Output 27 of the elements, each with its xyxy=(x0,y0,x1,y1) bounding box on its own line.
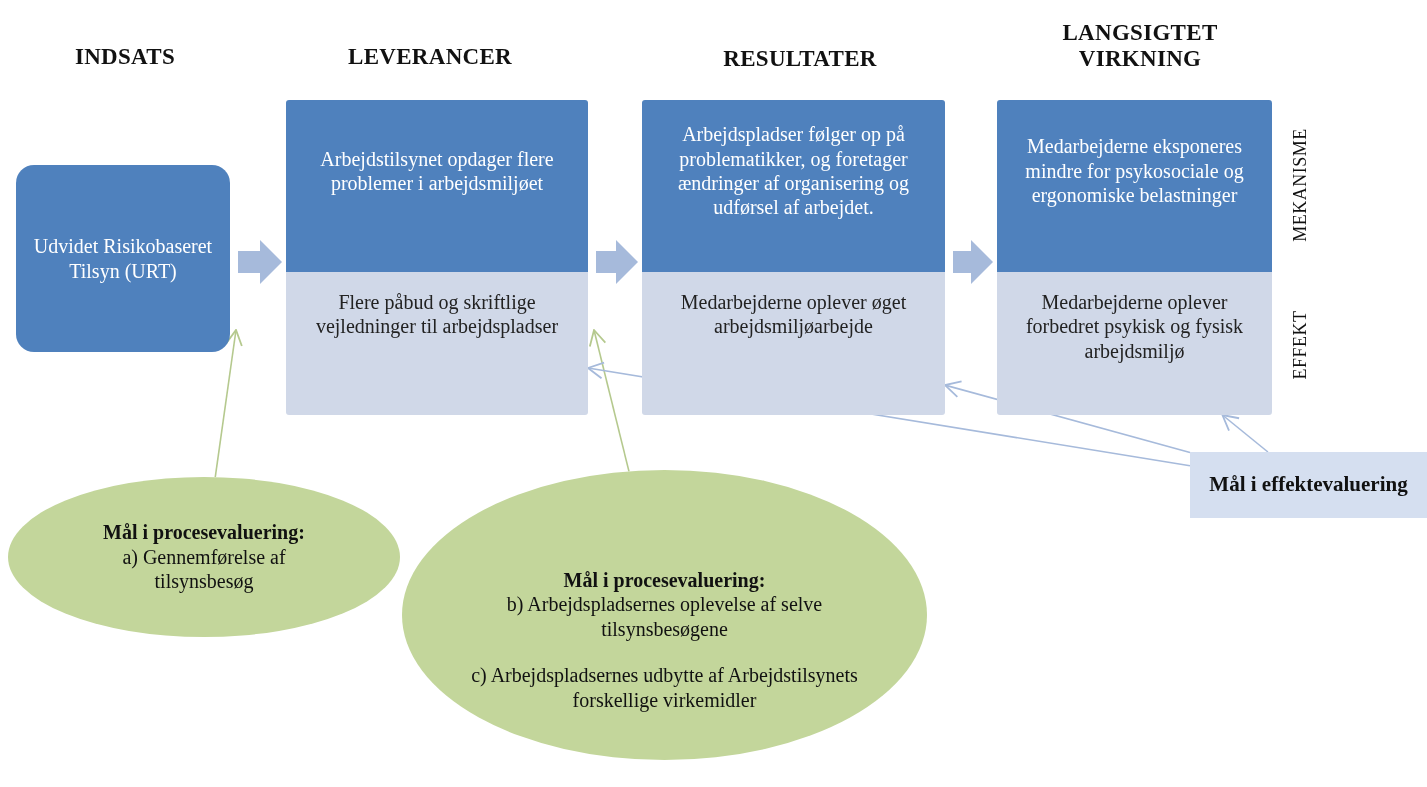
node-text: a) Gennemførelse af tilsynsbesøg xyxy=(121,544,287,594)
process-box xyxy=(16,165,230,352)
mechanism-box xyxy=(997,100,1272,272)
effect-box xyxy=(642,272,945,415)
column-heading: INDSATS xyxy=(73,44,177,71)
mechanism-box xyxy=(286,100,588,272)
column-heading: LEVERANCER xyxy=(347,44,513,71)
goal-box xyxy=(1190,452,1427,518)
goal-heading: Mål i procesevaluering: xyxy=(563,568,766,593)
column-heading: RESULTATER xyxy=(722,46,878,73)
row-label: EFFEKT xyxy=(1289,310,1311,380)
node-text: c) Arbejdspladsernes udbytte af Arbejdstilsynets forskellige virkemidler xyxy=(470,663,859,712)
node-text: Arbejdstilsynet opdager flere problemer i arbejdsmiljøet xyxy=(319,146,555,196)
mechanism-box xyxy=(642,100,945,272)
node-text: Medarbejderne oplever øget arbejdsmiljøarbejde xyxy=(679,290,908,339)
effect-box xyxy=(997,272,1272,415)
node-text: Medarbejderne eksponeres mindre for psykosociale og ergonomiske belastninger xyxy=(1024,134,1245,208)
node-text: b) Arbejdspladsernes oplevelse af selve tilsynsbesøgene xyxy=(505,592,824,642)
node-text: Mål i effektevaluering xyxy=(1209,472,1408,498)
effect-box xyxy=(286,272,588,415)
row-label: MEKANISME xyxy=(1289,128,1311,242)
node-text: Medarbejderne oplever forbedret psykisk og fysisk arbejdsmiljø xyxy=(1024,290,1245,364)
goal-heading: Mål i procesevaluering: xyxy=(103,520,305,545)
column-heading: LANGSIGTET VIRKNING xyxy=(1061,20,1219,73)
node-text: Flere påbud og skriftlige vejledninger til arbejdspladser xyxy=(314,290,560,339)
node-text: Udvidet Risikobaseret Tilsyn (URT) xyxy=(32,234,214,283)
node-text: Arbejdspladser følger op på problematikker, og foretager ændringer af organisering og udførsel af arbejdet. xyxy=(676,122,911,220)
